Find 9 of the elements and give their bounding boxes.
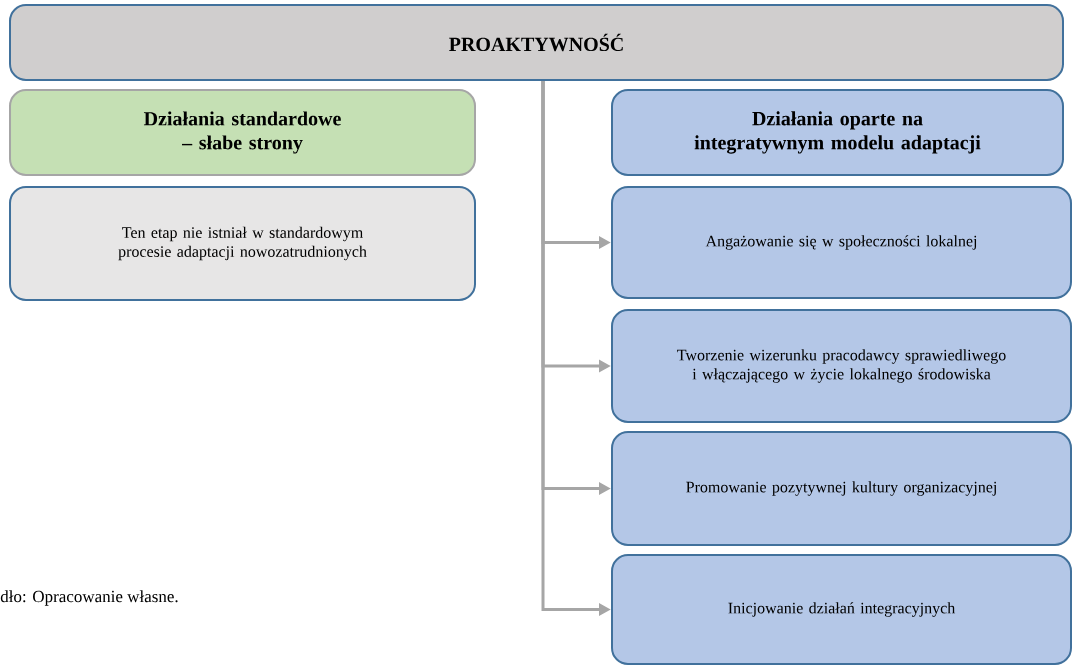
process-box: Tworzenie wizerunku pracodawcy sprawiedliwego i włączającego w życie lokalnego środowiska — [611, 309, 1072, 423]
process-box: Inicjowanie działań integracyjnych — [611, 554, 1072, 665]
header-box: Działania standardowe – słabe strony — [9, 89, 476, 176]
source-note: dło: Opracowanie własne. — [0, 590, 178, 606]
title-box: PROAKTYWNOŚĆ — [9, 4, 1064, 81]
text-box: Ten etap nie istniał w standardowym procesie adaptacji nowozatrudnionych — [9, 186, 476, 301]
process-box: Promowanie pozytywnej kultury organizacyjnej — [611, 431, 1072, 546]
process-box: Angażowanie się w społeczności lokalnej — [611, 186, 1072, 299]
header-box: Działania oparte na integratywnym modelu adaptacji — [611, 89, 1064, 176]
